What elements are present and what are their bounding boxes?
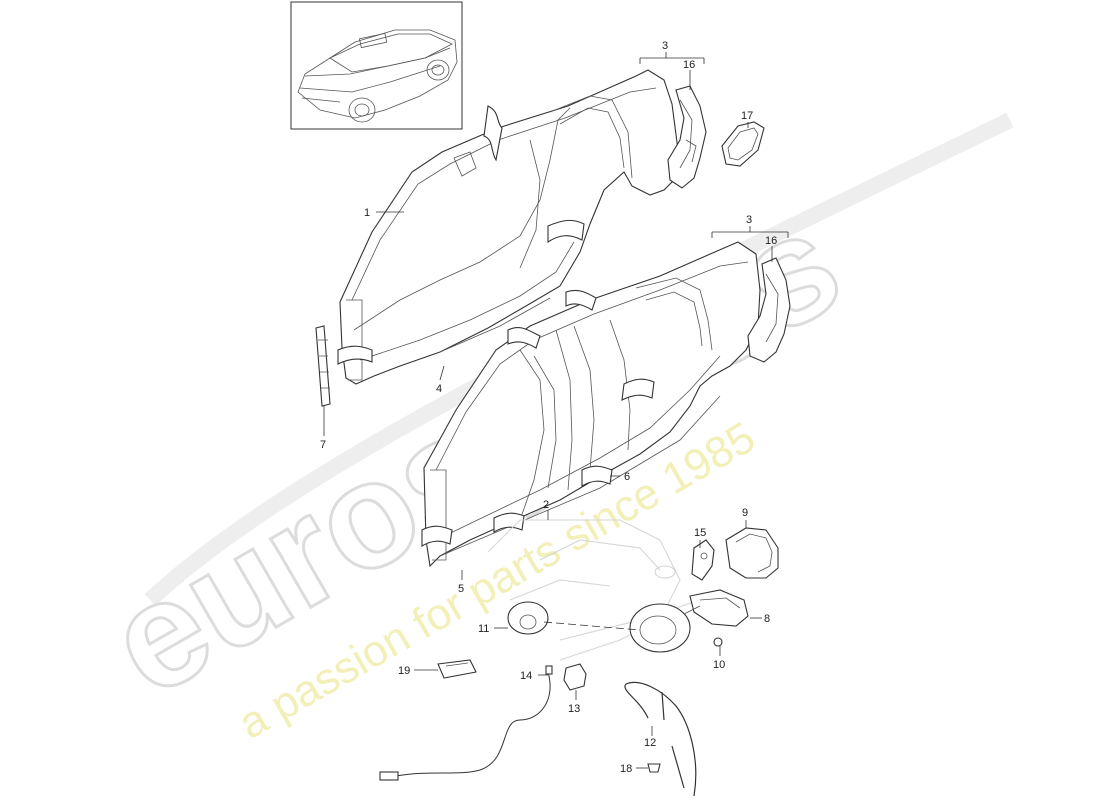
callout-5: 5 (458, 583, 464, 595)
callout-7: 7 (320, 439, 326, 451)
callout-9: 9 (742, 507, 748, 519)
callout-4: 4 (436, 383, 442, 395)
callout-15: 15 (694, 527, 706, 539)
part-12-hose (624, 681, 697, 797)
part-17-pad (721, 121, 765, 167)
part-10-screw (713, 637, 723, 647)
callout-12: 12 (644, 737, 656, 749)
callout-8: 8 (764, 613, 770, 625)
callout-3-upper: 3 (662, 40, 668, 52)
callout-13: 13 (568, 703, 580, 715)
vehicle-thumbnail (290, 1, 463, 130)
callout-11: 11 (478, 623, 489, 635)
callout-2: 2 (543, 499, 549, 511)
callout-18: 18 (620, 763, 632, 775)
part-side-panel-upper (337, 69, 679, 385)
part-19-block (437, 659, 477, 679)
callout-16-lower: 16 (765, 235, 777, 247)
part-bracket-lower (747, 257, 791, 363)
leader-lines (323, 52, 789, 769)
part-9-cover (725, 527, 779, 579)
part-15-latch (691, 539, 715, 581)
callout-19: 19 (398, 665, 410, 677)
callout-16-upper: 16 (683, 59, 695, 71)
part-side-panel-lower (421, 241, 761, 568)
callout-6: 6 (624, 471, 630, 483)
callout-3-lower: 3 (746, 214, 752, 226)
callout-10: 10 (713, 659, 725, 671)
callout-14: 14 (520, 670, 532, 682)
callout-1: 1 (364, 207, 370, 219)
callout-labels: 1 2 3 3 4 5 6 7 8 9 10 11 12 13 14 15 16… (320, 40, 777, 775)
part-14-cable (379, 665, 553, 781)
callout-17: 17 (741, 110, 753, 122)
part-7-strip (315, 325, 331, 407)
part-fuel-flap (629, 603, 701, 653)
part-11-ring (507, 601, 549, 635)
part-18-screw (647, 763, 661, 773)
part-8-housing (689, 589, 749, 627)
part-13-actuator (563, 663, 587, 691)
part-bracket-upper (667, 85, 707, 189)
